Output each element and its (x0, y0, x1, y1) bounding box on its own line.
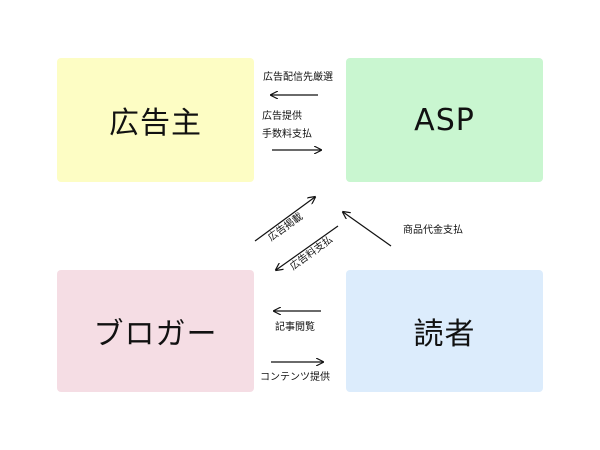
advertiser-label: 広告主 (109, 106, 202, 141)
reader-label: 読者 (413, 317, 476, 352)
edge-label-ad-provision: 広告提供 (262, 111, 302, 122)
blogger-label: ブロガー (93, 317, 218, 352)
blogger-box: ブロガー (57, 270, 254, 392)
reader-box: 読者 (346, 270, 543, 392)
edge-label-fee-payment-2: 広告料支払 (288, 234, 336, 273)
advertiser-box: 広告主 (57, 58, 254, 182)
edge-label-ad-posting: 広告掲載 (266, 211, 306, 244)
edge-label-article-viewing: 記事閲覧 (275, 322, 315, 333)
edge-label-selection: 広告配信先厳選 (263, 72, 333, 83)
asp-box: ASP (346, 58, 543, 182)
edge-label-content-provision: コンテンツ提供 (260, 372, 330, 383)
arrow-purchase-payment (343, 212, 392, 247)
edge-label-purchase-payment: 商品代金支払 (403, 225, 463, 236)
edge-label-fee-payment-1: 手数料支払 (262, 129, 312, 140)
asp-label: ASP (414, 102, 475, 138)
